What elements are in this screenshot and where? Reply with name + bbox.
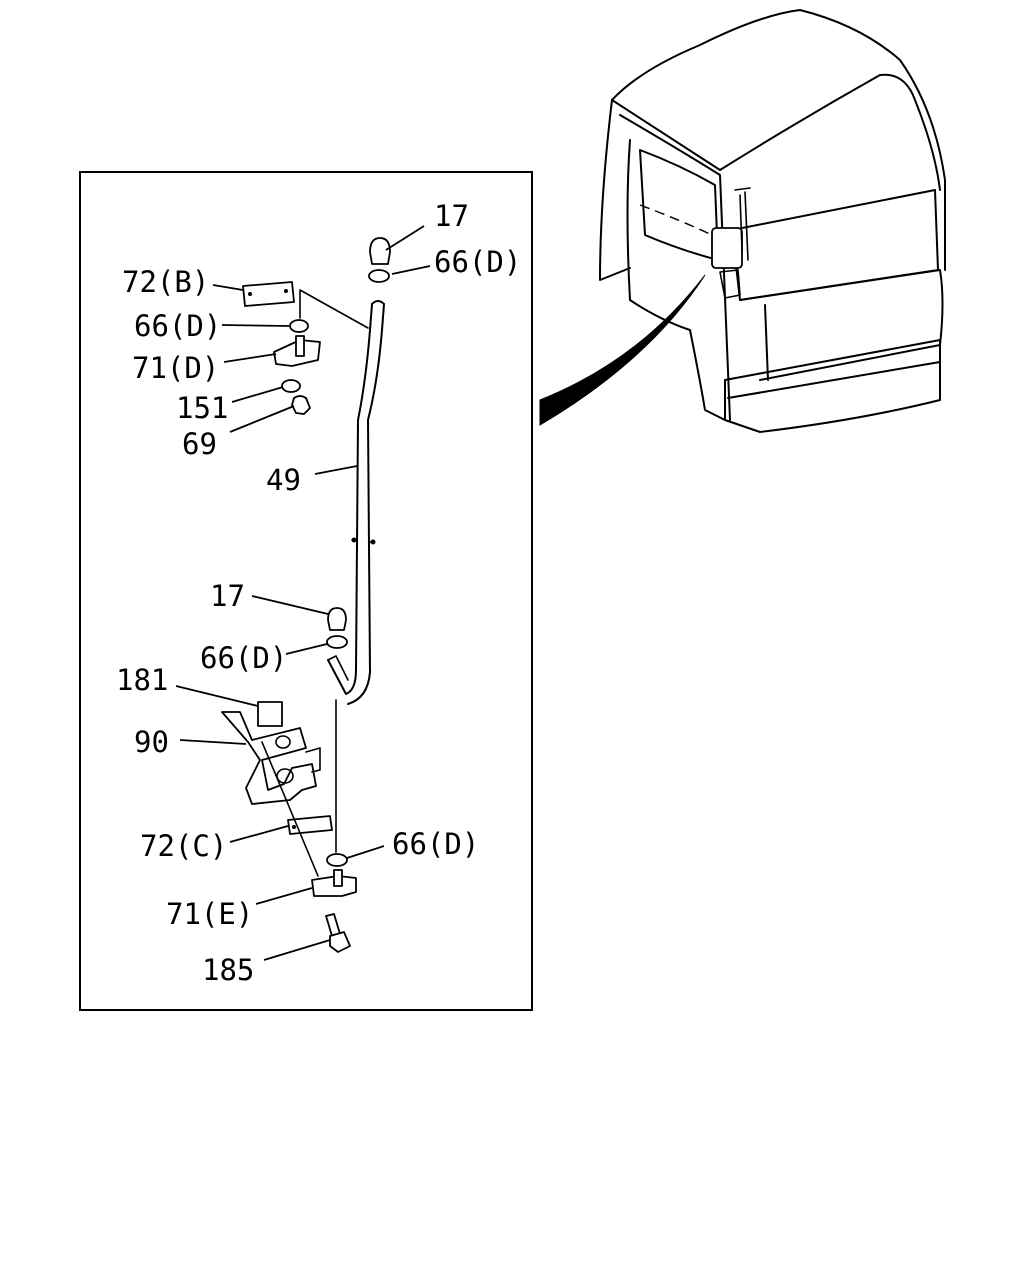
- cap-nut-17-top: [369, 237, 391, 265]
- label-90: 90: [134, 725, 169, 759]
- label-66d-top: 66(D): [434, 245, 521, 279]
- cap-nut-17-bottom: [327, 607, 347, 631]
- label-49: 49: [266, 463, 301, 497]
- label-185: 185: [202, 953, 254, 987]
- bracket-71e: [311, 869, 357, 897]
- label-151: 151: [176, 391, 228, 425]
- washer-66d-left: [289, 319, 309, 333]
- washer-66d-top: [368, 269, 390, 283]
- label-71d: 71(D): [132, 351, 219, 385]
- parts: [221, 237, 391, 953]
- nut-69: [291, 395, 311, 415]
- label-69: 69: [182, 427, 217, 461]
- rod-49: [327, 303, 373, 695]
- label-66d-bottom: 66(D): [392, 827, 479, 861]
- label-66d-left: 66(D): [134, 309, 221, 343]
- label-17-top: 17: [434, 199, 469, 233]
- label-17-bottom: 17: [210, 579, 245, 613]
- label-181: 181: [116, 663, 168, 697]
- detail-frame: [79, 171, 533, 1011]
- washer-151: [281, 379, 301, 393]
- plate-181: [257, 701, 283, 727]
- washer-66d-mid: [326, 635, 348, 649]
- washer-66d-bottom: [326, 853, 348, 867]
- label-66d-mid: 66(D): [200, 641, 287, 675]
- part-labels: 17 66(D) 72(B) 66(D) 71(D) 151 69 49 17 …: [116, 199, 521, 987]
- callout-wedge: [539, 274, 706, 426]
- label-72c: 72(C): [140, 829, 227, 863]
- label-72b: 72(B): [122, 265, 209, 299]
- bolt-185: [325, 913, 351, 953]
- leader-lines: [175, 225, 431, 961]
- plate-72b: [242, 281, 295, 307]
- label-71e: 71(E): [166, 897, 253, 931]
- vehicle-rear-view: [539, 9, 946, 433]
